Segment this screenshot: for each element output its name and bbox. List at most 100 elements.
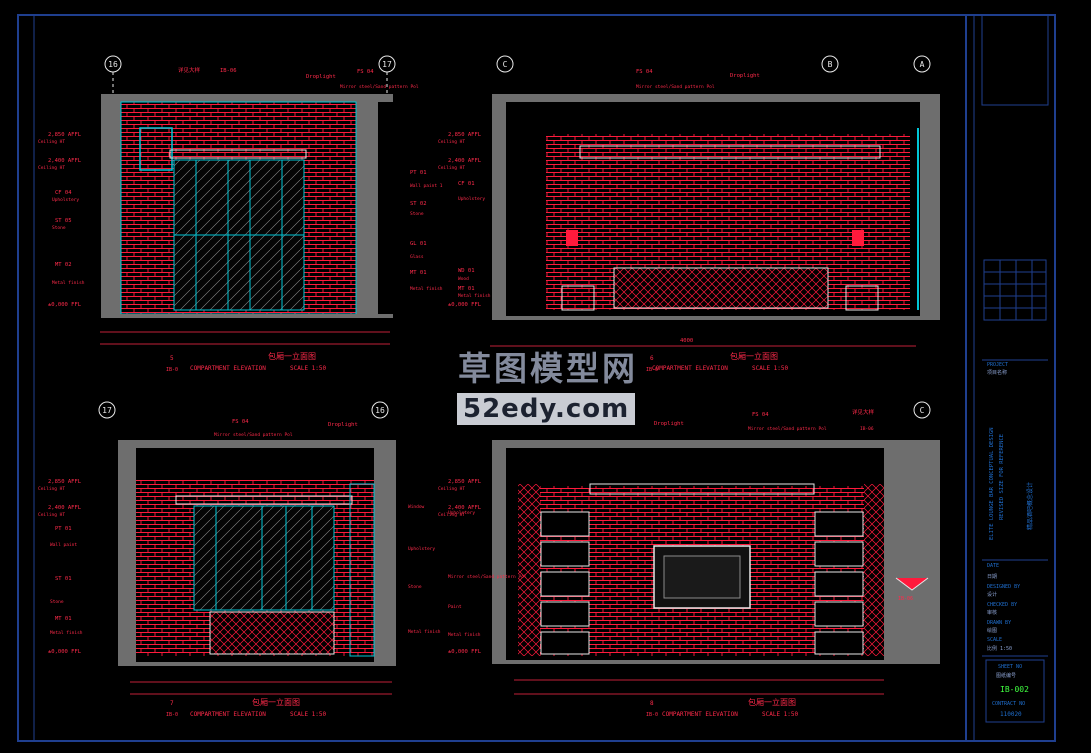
elevation-panel-8 xyxy=(492,401,940,695)
grid-bubble-c: C xyxy=(920,406,925,415)
callout-tag: FS 04 xyxy=(636,69,653,75)
callout-tag: WD 01 xyxy=(458,268,475,274)
section-marker: IB-06 xyxy=(898,596,913,602)
elevation-title: 包厢一立面图 xyxy=(268,351,316,361)
level-mark: 2,400 AFFL xyxy=(48,505,82,511)
callout-tag: ST 05 xyxy=(55,218,72,224)
drawn-label-cn: 绘图 xyxy=(987,627,997,634)
callout-tag: FS 04 xyxy=(232,419,249,425)
elevation-ref: IB-0 xyxy=(166,367,178,373)
level-mark: 2,400 AFFL xyxy=(448,505,482,511)
elevation-scale: SCALE 1:50 xyxy=(290,711,327,718)
callout-tag: MT 01 xyxy=(410,270,427,276)
level-note: Ceiling HT xyxy=(38,139,65,145)
elevation-scale: SCALE 1:50 xyxy=(762,711,799,718)
level-note: Ceiling HT xyxy=(38,165,65,171)
date-value: 2018 xyxy=(1012,573,1027,580)
elevation-title: 包厢一立面图 xyxy=(748,697,796,707)
elevation-number: 7 xyxy=(170,700,174,707)
callout-tag: GL 01 xyxy=(410,241,427,247)
callout-note: Upholstery xyxy=(408,546,435,552)
elevation-ref: IB-0 xyxy=(166,712,178,718)
callout-note: Stone xyxy=(410,211,424,217)
callout-note: Mirror steel/Sand pattern Pol xyxy=(448,574,527,580)
callout-tag: CF 04 xyxy=(55,190,72,196)
watermark-chinese: 草图模型网 xyxy=(458,349,638,388)
callout-tag: 详见大样 xyxy=(178,66,201,74)
elevation-number: 6 xyxy=(650,355,654,362)
callout-tag: CF 01 xyxy=(458,181,475,187)
project-label-cn: 项目名称 xyxy=(987,369,1007,376)
project-label: PROJECT xyxy=(987,362,1008,368)
elevation-number: 5 xyxy=(170,355,174,362)
level-note: Ceiling HT xyxy=(438,139,465,145)
grid-bubble-b: B xyxy=(828,60,833,69)
elevation-subtitle: COMPARTMENT ELEVATION xyxy=(662,711,738,718)
callout-note: Mirror steel/Sand pattern Pol xyxy=(748,426,827,432)
scale-value: 比例 1:50 xyxy=(987,645,1012,652)
callout-note: Metal finish xyxy=(458,293,491,299)
elevation-ref: IB-0 xyxy=(646,367,658,373)
callout-note: Mirror steel/Sand pattern Pol xyxy=(636,84,715,90)
level-mark: 2,850 AFFL xyxy=(448,479,482,485)
level-note: Ceiling HT xyxy=(38,486,65,492)
checked-label-cn: 审核 xyxy=(987,609,997,616)
callout-note: Upholstery xyxy=(52,197,79,203)
callout-tag: MT 01 xyxy=(55,616,72,622)
elevation-title: 包厢一立面图 xyxy=(252,697,300,707)
level-mark: 2,850 AFFL xyxy=(48,132,82,138)
grid-bubble-16: 16 xyxy=(108,60,118,69)
sheet-label: SHEET NO xyxy=(998,664,1022,670)
level-mark: 2,400 AFFL xyxy=(448,158,482,164)
grid-bubble-17: 17 xyxy=(102,406,112,415)
elevation-subtitle: COMPARTMENT ELEVATION xyxy=(652,365,728,372)
elevation-subtitle: COMPARTMENT ELEVATION xyxy=(190,365,266,372)
level-mark: 2,850 AFFL xyxy=(48,479,82,485)
project-subname: REVISED SIZE FOR REFERENCE xyxy=(999,434,1005,520)
checked-label: CHECKED BY xyxy=(987,602,1017,608)
callout-note: Mirror steel/Sand pattern Pol xyxy=(340,84,419,90)
callout-tag: IB-06 xyxy=(220,68,237,74)
level-note: Ceiling HT xyxy=(438,512,465,518)
elevation-number: 8 xyxy=(650,700,654,707)
callout-note: Metal finish xyxy=(50,630,83,636)
sheet-border xyxy=(17,14,1056,742)
callout-tag: 详见大样 xyxy=(852,408,875,416)
grid-bubble-16: 16 xyxy=(375,406,385,415)
callout-note: Window xyxy=(408,504,425,510)
dimension-label: 4000 xyxy=(680,338,693,344)
level-mark: ±0,000 FFL xyxy=(448,302,482,308)
callout-note: Stone xyxy=(408,584,422,590)
date-label-cn: 日期 xyxy=(987,574,997,580)
callout-note: Wall paint xyxy=(50,542,77,548)
callout-note: Upholstery xyxy=(458,196,485,202)
callout-tag: ST 01 xyxy=(55,576,72,582)
callout-tag: MT 01 xyxy=(458,286,475,292)
callout-note: Metal finish xyxy=(410,286,443,292)
grid-bubble-17: 17 xyxy=(382,60,392,69)
callout-tag: PT 01 xyxy=(55,526,72,532)
level-mark: ±0,000 FFL xyxy=(48,302,82,308)
sheet-label-cn: 图纸编号 xyxy=(996,672,1016,679)
contract-number: 110020 xyxy=(1000,711,1022,718)
level-mark: ±0,000 FFL xyxy=(48,649,82,655)
callout-note: Mirror steel/Sand pattern Pol xyxy=(214,432,293,438)
callout-note: Glass xyxy=(410,254,424,260)
scale-label: SCALE xyxy=(987,637,1002,643)
grid-bubble-c: C xyxy=(503,60,508,69)
level-mark: ±0,000 FFL xyxy=(448,649,482,655)
callout-note: Wood xyxy=(458,276,469,282)
project-name-cn: 精品酒吧概念设计 xyxy=(1026,482,1034,530)
watermark-url: 52edy.com xyxy=(457,393,636,425)
callout-tag: MT 02 xyxy=(55,262,72,268)
elevation-panel-5 xyxy=(100,55,396,345)
callout-note: Metal finish xyxy=(52,280,85,286)
level-note: Ceiling HT xyxy=(438,165,465,171)
grid-bubble-a: A xyxy=(920,60,925,69)
contract-label: CONTRACT NO xyxy=(992,701,1025,707)
elevation-panel-6 xyxy=(490,55,940,347)
callout-note: Paint xyxy=(448,604,462,610)
callout-note: IB-06 xyxy=(860,426,874,432)
callout-note: Metal finish xyxy=(408,629,441,635)
